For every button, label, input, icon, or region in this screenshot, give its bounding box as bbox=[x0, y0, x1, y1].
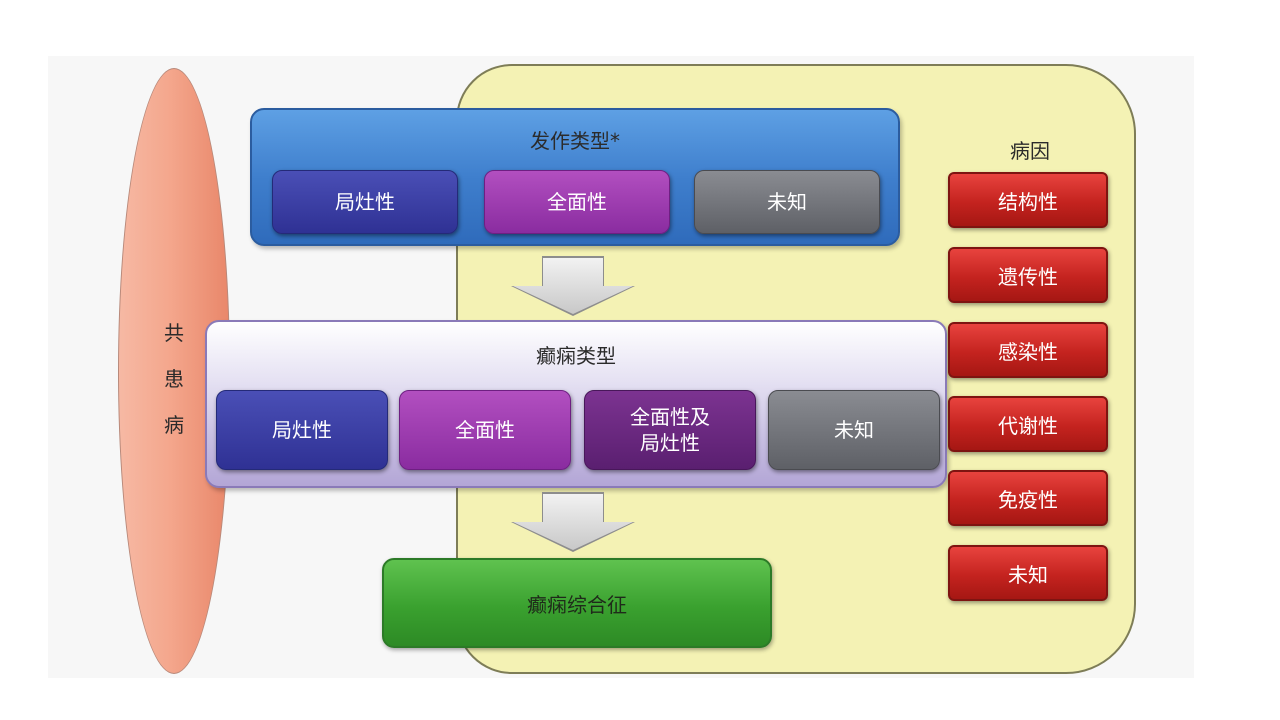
comorbidities-label: 共 患 病 bbox=[118, 310, 230, 448]
epilepsy-type-unknown: 未知 bbox=[768, 390, 940, 470]
etiology-infectious: 感染性 bbox=[948, 322, 1108, 378]
etiology-immune: 免疫性 bbox=[948, 470, 1108, 526]
epilepsy-type-focal: 局灶性 bbox=[216, 390, 388, 470]
etiology-title: 病因 bbox=[1010, 139, 1050, 163]
etiology-genetic: 遗传性 bbox=[948, 247, 1108, 303]
epilepsy-type-generalized: 全面性 bbox=[399, 390, 571, 470]
seizure-type-focal: 局灶性 bbox=[272, 170, 458, 234]
seizure-type-generalized: 全面性 bbox=[484, 170, 670, 234]
epilepsy-type-combined: 全面性及 局灶性 bbox=[584, 390, 756, 470]
etiology-unknown: 未知 bbox=[948, 545, 1108, 601]
comorbidities-char: 病 bbox=[164, 413, 184, 437]
comorbidities-char: 患 bbox=[164, 367, 184, 391]
etiology-structural: 结构性 bbox=[948, 172, 1108, 228]
etiology-metabolic: 代谢性 bbox=[948, 396, 1108, 452]
seizure-types-title: 发作类型* bbox=[530, 129, 620, 153]
comorbidities-char: 共 bbox=[164, 321, 184, 345]
seizure-type-unknown: 未知 bbox=[694, 170, 880, 234]
epilepsy-syndrome-box: 癫痫综合征 bbox=[382, 558, 772, 648]
epilepsy-types-title: 癫痫类型 bbox=[536, 344, 616, 368]
